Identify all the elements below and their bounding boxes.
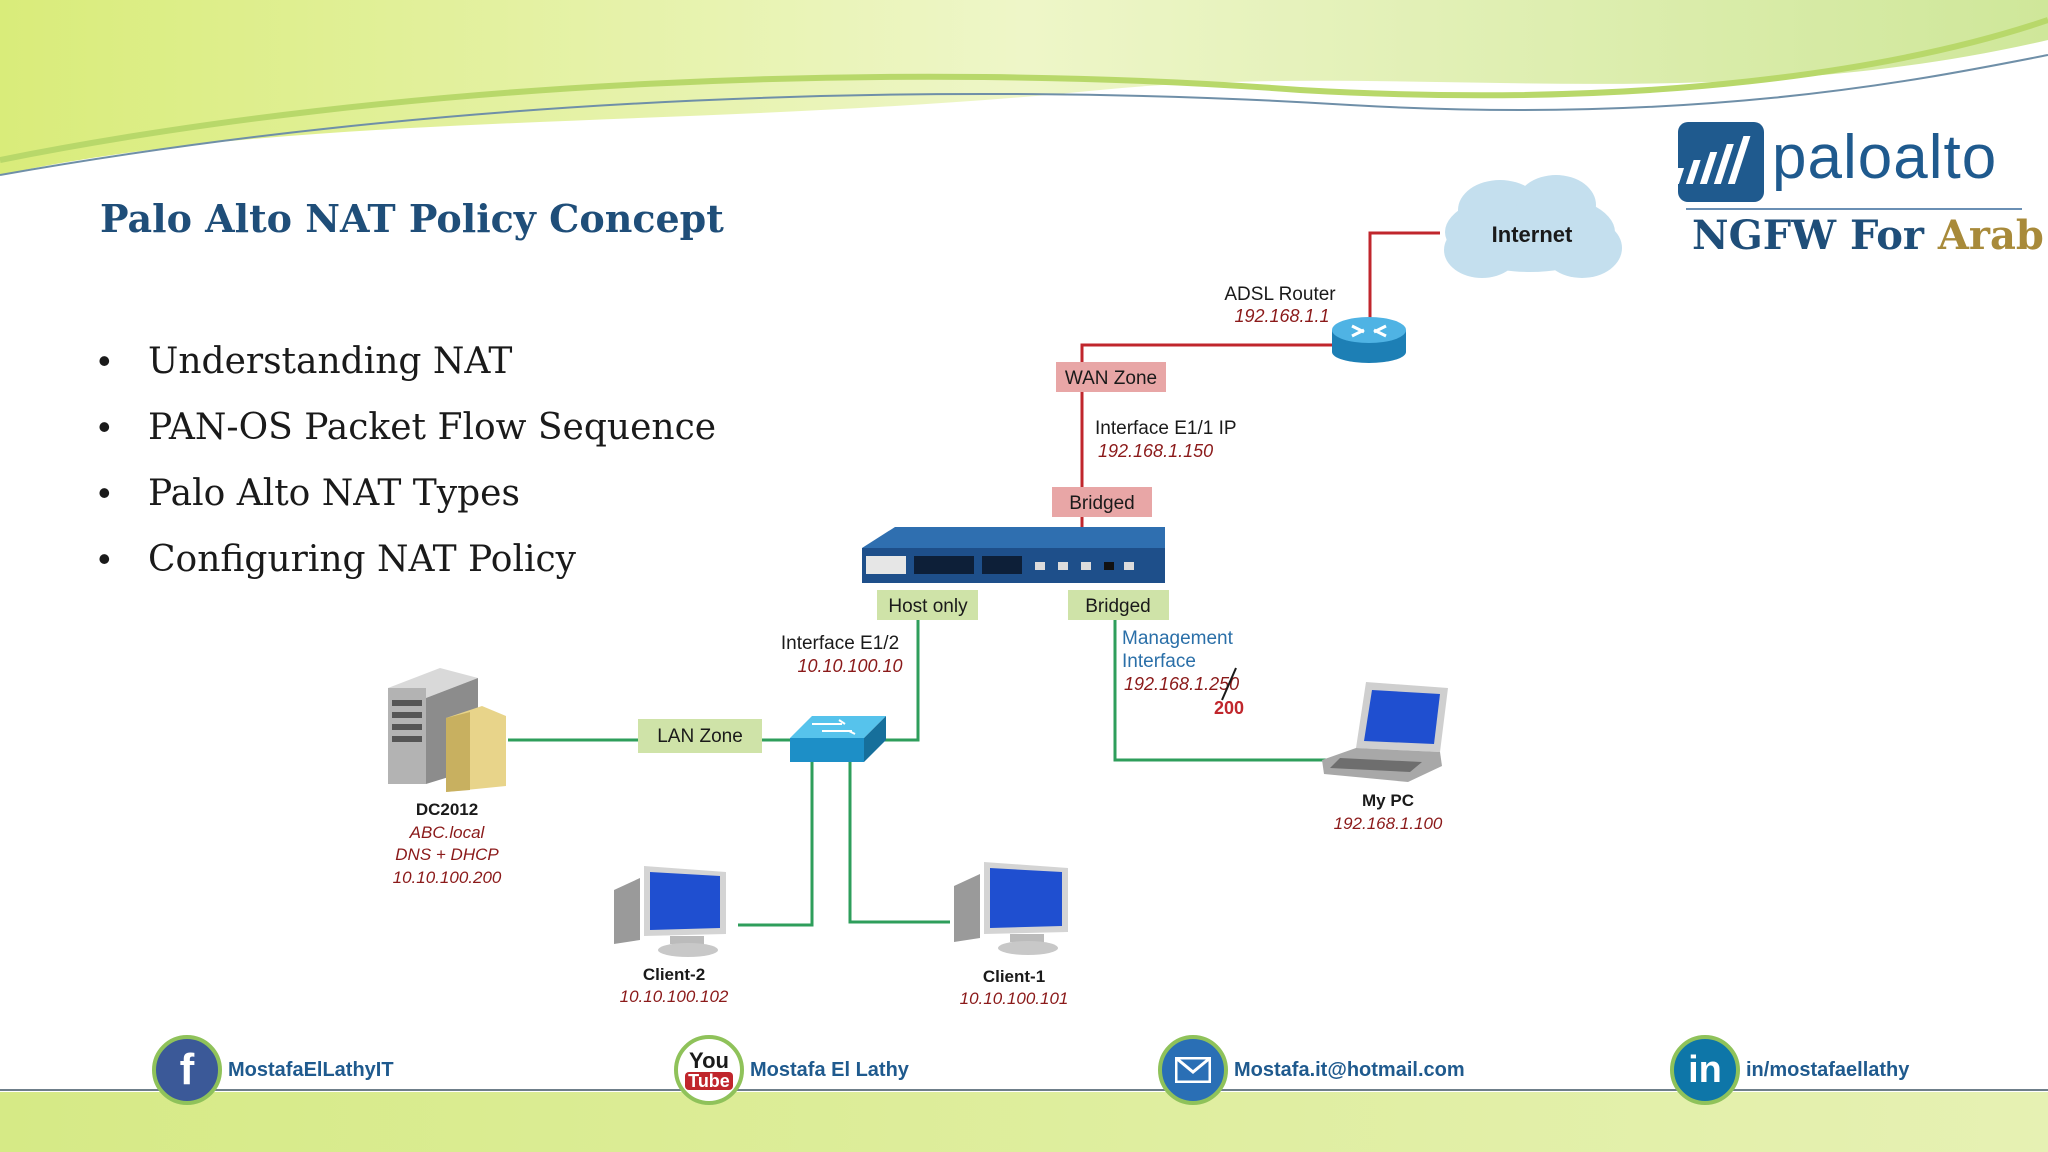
youtube-channel[interactable]: Mostafa El Lathy xyxy=(750,1058,909,1081)
brand-name: paloalto xyxy=(1772,123,1998,192)
bridged-bottom-label: Bridged xyxy=(1085,596,1151,617)
bullet-dot: • xyxy=(98,472,111,513)
client2-ip: 10.10.100.102 xyxy=(620,987,729,1006)
server-icon xyxy=(388,668,506,792)
lan-zone-label: LAN Zone xyxy=(657,726,743,747)
facebook-icon: f xyxy=(152,1035,222,1105)
e1-2-ip: 10.10.100.10 xyxy=(797,656,902,676)
facebook-handle[interactable]: MostafaElLathyIT xyxy=(228,1058,394,1081)
tagline-arab: Arab xyxy=(1937,212,2044,259)
bullet-text: PAN-OS Packet Flow Sequence xyxy=(148,407,717,448)
router-name: ADSL Router xyxy=(1224,284,1336,305)
dc-role: DNS + DHCP xyxy=(395,845,499,864)
wan-zone-badge xyxy=(1056,362,1166,392)
internet-cloud-icon xyxy=(1444,175,1622,278)
link-hostonly-switch xyxy=(882,612,920,742)
e1-1-name: Interface E1/1 IP xyxy=(1095,418,1237,439)
bullet-text: Configuring NAT Policy xyxy=(148,539,576,580)
bullet-item: • Palo Alto NAT Types xyxy=(98,460,716,526)
footer-facebook[interactable]: f MostafaElLathyIT xyxy=(152,1030,394,1110)
client2-desktop-icon xyxy=(614,866,726,957)
link-switch-client2 xyxy=(738,762,814,927)
footer-youtube[interactable]: You Tube Mostafa El Lathy xyxy=(674,1030,909,1110)
client1-ip: 10.10.100.101 xyxy=(960,989,1069,1008)
host-only-label: Host only xyxy=(888,596,968,617)
brand-divider xyxy=(1686,208,2022,210)
bullet-item: • PAN-OS Packet Flow Sequence xyxy=(98,394,716,460)
mypc-ip: 192.168.1.100 xyxy=(1334,814,1443,833)
bullet-item: • Configuring NAT Policy xyxy=(98,526,716,592)
laptop-icon xyxy=(1322,682,1448,782)
bullet-dot: • xyxy=(98,406,111,447)
tagline-ngfw: NGFW xyxy=(1692,212,1837,259)
mgmt-strike-mark xyxy=(1221,667,1237,701)
bullet-item: • Understanding NAT xyxy=(98,328,716,394)
email-icon xyxy=(1158,1035,1228,1105)
mgmt-line2: Interface xyxy=(1122,651,1196,672)
internet-label: Internet xyxy=(1492,222,1573,247)
bullet-text: Understanding NAT xyxy=(148,341,513,382)
linkedin-icon: in xyxy=(1670,1035,1740,1105)
tagline-for: For xyxy=(1849,212,1924,259)
host-only-badge xyxy=(877,590,978,620)
youtube-icon-tube: Tube xyxy=(685,1072,733,1090)
email-address[interactable]: Mostafa.it@hotmail.com xyxy=(1234,1058,1465,1081)
client1-desktop-icon xyxy=(954,862,1068,955)
link-mgmt-pc xyxy=(1113,612,1330,762)
wan-zone-label: WAN Zone xyxy=(1065,368,1157,389)
paloalto-icon xyxy=(1671,122,1764,202)
youtube-icon-you: You xyxy=(689,1048,729,1073)
wan-link-internet xyxy=(1368,231,1440,340)
brand-logo: paloalto NGFW For Arab xyxy=(1671,120,2044,260)
mgmt-line1: Management xyxy=(1122,628,1234,649)
client2-name: Client-2 xyxy=(643,965,705,984)
bullet-list: • Understanding NAT • PAN-OS Packet Flow S… xyxy=(98,328,716,592)
linkedin-handle[interactable]: in/mostafaellathy xyxy=(1746,1058,1910,1081)
mgmt-ip: 192.168.1.250 xyxy=(1124,674,1239,694)
youtube-icon: You Tube xyxy=(674,1035,744,1105)
bridged-top-label: Bridged xyxy=(1069,493,1135,514)
client1-name: Client-1 xyxy=(983,967,1045,986)
mypc-name: My PC xyxy=(1362,791,1414,810)
dc-ip: 10.10.100.200 xyxy=(393,868,502,887)
dc-domain: ABC.local xyxy=(409,823,486,842)
e1-1-ip: 192.168.1.150 xyxy=(1098,441,1213,461)
router-icon xyxy=(1332,317,1406,363)
wan-link-router xyxy=(1080,343,1335,528)
switch-icon xyxy=(790,716,886,762)
mgmt-correction: 200 xyxy=(1214,698,1244,718)
brand-tagline: NGFW For Arab xyxy=(1692,212,2044,259)
e1-2-name: Interface E1/2 xyxy=(781,633,899,654)
slide-title: Palo Alto NAT Policy Concept xyxy=(100,196,724,241)
router-ip: 192.168.1.1 xyxy=(1234,306,1329,326)
bullet-dot: • xyxy=(98,538,111,579)
bullet-dot: • xyxy=(98,340,111,381)
bridged-top-badge xyxy=(1052,487,1152,517)
footer-email[interactable]: Mostafa.it@hotmail.com xyxy=(1158,1030,1465,1110)
lan-zone-badge xyxy=(638,719,762,753)
link-switch-client1 xyxy=(848,762,950,924)
dc-name: DC2012 xyxy=(416,800,478,819)
bridged-bottom-badge xyxy=(1068,590,1169,620)
firewall-icon xyxy=(862,527,1165,583)
footer-linkedin[interactable]: in in/mostafaellathy xyxy=(1670,1030,1909,1110)
bullet-text: Palo Alto NAT Types xyxy=(148,473,520,514)
